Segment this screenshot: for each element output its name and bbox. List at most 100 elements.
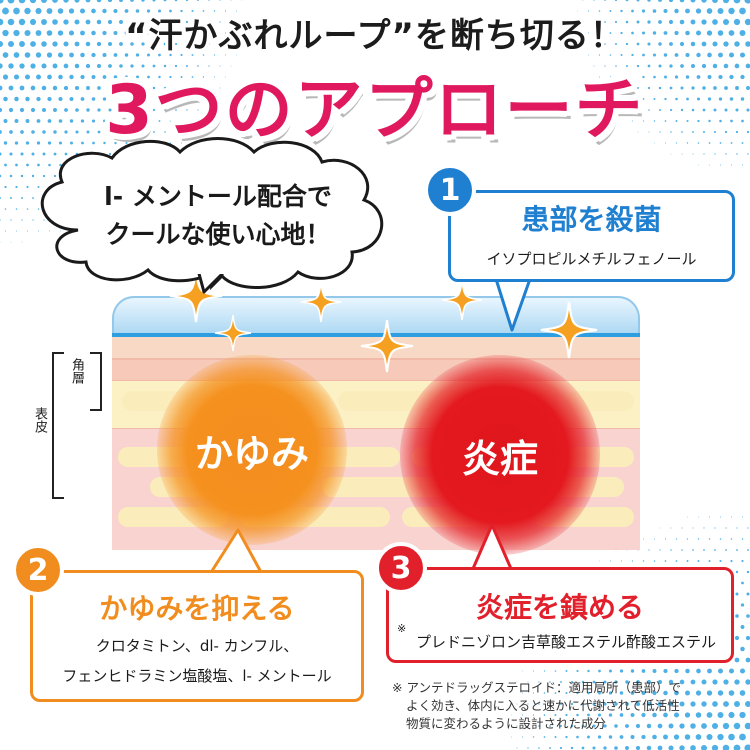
halftone-dot [35,7,42,15]
approach-3-note-mark: ※ [397,622,407,635]
halftone-dot [197,87,199,89]
halftone-dot [174,64,178,68]
halftone-dot [668,19,674,25]
halftone-dot [739,733,746,741]
halftone-dot [130,130,134,134]
halftone-dot [7,0,15,4]
halftone-dot [103,119,106,123]
halftone-dot [141,64,145,68]
halftone-dot [713,86,717,90]
halftone-dot [163,42,167,46]
halftone-dot [30,63,36,69]
halftone-dot [730,538,733,540]
halftone-dot [20,130,24,134]
halftone-dot [680,108,684,112]
halftone-dot [158,53,161,57]
halftone-dot [746,592,750,596]
approach-3-ingredients: プレドニゾロン吉草酸エステル酢酸エステル [415,633,716,651]
halftone-dot [24,7,31,15]
halftone-dot [0,130,2,134]
halftone-dot [668,723,674,729]
halftone-dot [92,141,95,145]
halftone-dot [86,86,90,90]
epidermis-bracket [52,352,64,499]
halftone-dot [659,549,661,551]
halftone-dot [698,516,699,518]
halftone-dot [604,0,606,1]
halftone-dot [174,42,178,46]
halftone-dot [741,559,744,563]
halftone-dot [532,692,535,694]
halftone-dot [4,208,7,210]
halftone-dot [615,43,617,45]
halftone-dot [202,98,205,100]
halftone-dot [707,75,712,79]
halftone-dot [521,736,524,738]
halftone-dot [102,52,107,58]
halftone-dot [570,680,574,684]
halftone-dot [53,174,57,178]
halftone-dot [225,76,226,78]
halftone-dot [21,197,23,199]
halftone-dot [25,141,30,145]
halftone-dot [696,30,701,36]
halftone-dot [197,65,199,67]
halftone-dot [659,527,661,529]
halftone-dot [739,7,746,15]
halftone-dot [532,714,535,716]
halftone-dot [175,131,177,133]
halftone-dot [653,97,656,101]
halftone-dot [720,164,721,166]
halftone-dot [70,141,73,145]
approach-2-ingredients-line-2: フェンヒドラミン塩酸塩、l- メントール [62,667,332,685]
halftone-dot [690,41,696,47]
halftone-dot [668,0,674,3]
halftone-dot [718,668,723,674]
halftone-dot [658,0,662,2]
halftone-dot [135,31,140,35]
halftone-dot [136,119,139,123]
halftone-dot [15,230,18,232]
halftone-dot [685,75,690,79]
halftone-dot [108,86,112,90]
halftone-dot [615,65,617,67]
halftone-dot [712,19,718,25]
halftone-dot [714,549,716,551]
halftone-dot [554,736,557,738]
halftone-dot [153,131,155,133]
halftone-dot [14,96,19,102]
halftone-dot [652,669,657,673]
halftone-dot [52,19,58,25]
halftone-dot [577,10,578,12]
halftone-dot [136,97,139,101]
halftone-dot [692,527,694,529]
halftone-dot [703,153,705,155]
halftone-dot [669,64,673,68]
halftone-dot [0,197,1,199]
halftone-dot [53,108,57,112]
halftone-dot [52,0,58,3]
stratum-corneum-label: 角層 [69,358,84,384]
halftone-dot [722,0,730,4]
halftone-dot [652,31,657,35]
approach-2-title: かゆみを抑える [99,592,295,625]
halftone-dot [620,98,623,100]
halftone-dot [679,41,685,47]
halftone-dot [724,86,728,90]
halftone-dot [658,20,662,24]
halftone-dot [603,746,607,750]
halftone-dot [647,64,651,68]
halftone-dot [3,96,8,102]
halftone-dot [614,20,618,24]
halftone-dot [630,691,635,695]
halftone-dot [664,97,667,101]
halftone-dot [135,53,140,57]
halftone-dot [745,679,750,685]
halftone-dot [230,65,232,67]
halftone-dot [130,108,134,112]
halftone-dot [686,538,689,540]
halftone-dot [712,701,718,707]
halftone-dot [675,560,678,562]
halftone-dot [560,681,562,683]
halftone-dot [74,41,80,47]
